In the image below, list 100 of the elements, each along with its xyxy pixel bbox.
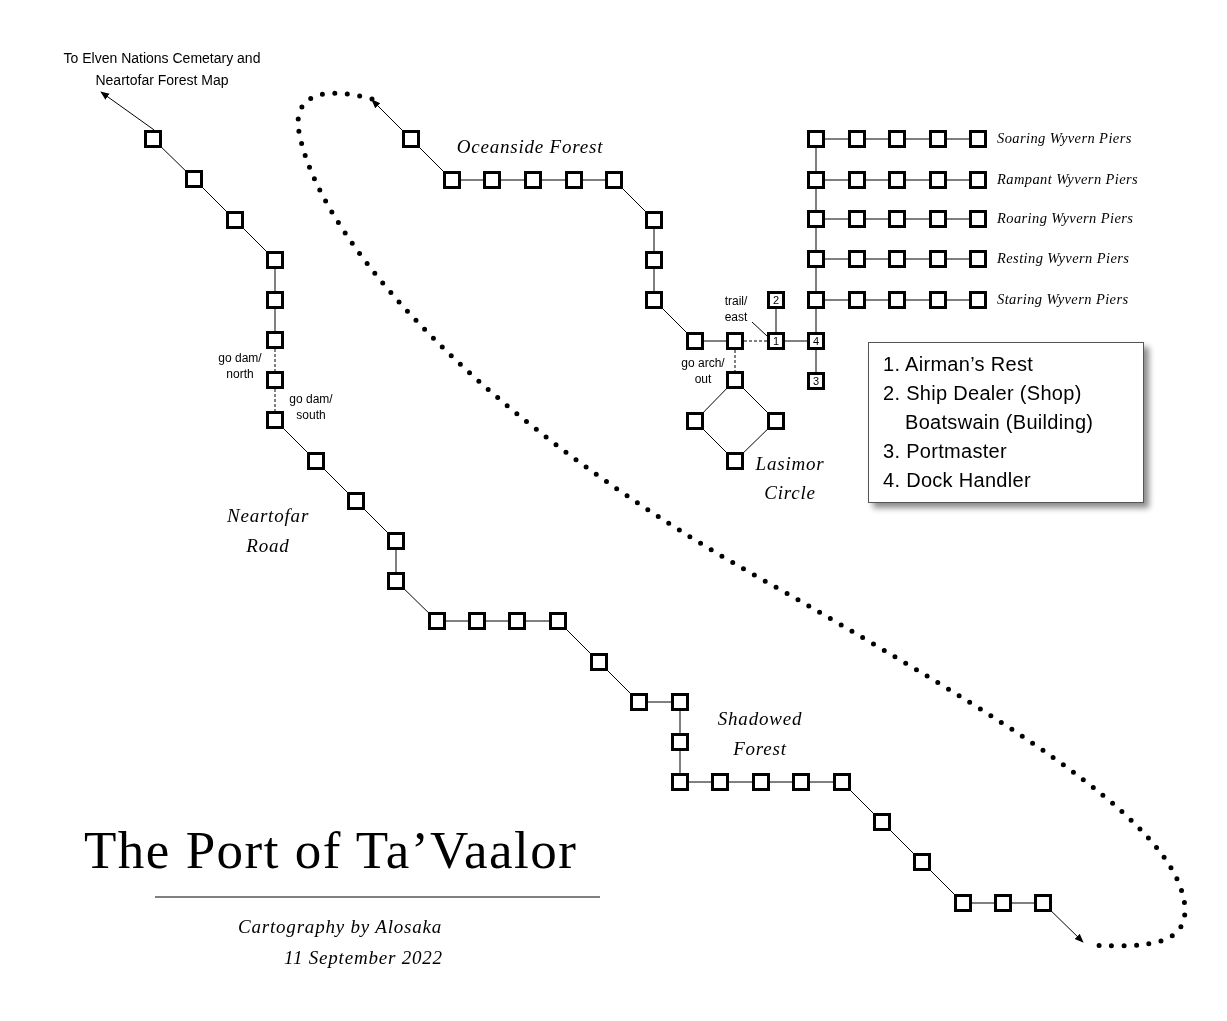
arrow xyxy=(371,99,403,131)
dashed-path-line xyxy=(743,340,768,342)
path-line xyxy=(728,781,753,783)
path-line xyxy=(274,268,276,292)
path-line xyxy=(566,629,591,654)
dashed-path-line xyxy=(274,348,276,372)
key-box xyxy=(868,342,1144,503)
room-box xyxy=(929,171,947,189)
path-line xyxy=(905,138,930,140)
path-line xyxy=(824,258,849,260)
room-box xyxy=(266,251,284,269)
pier-name: Resting Wyvern Piers xyxy=(997,249,1130,267)
key-entry: 1. Airman’s Rest xyxy=(883,352,1035,377)
credit-text: Cartography by Alosaka xyxy=(238,915,444,939)
room-box xyxy=(848,130,866,148)
path-line xyxy=(815,267,817,292)
room-box xyxy=(888,130,906,148)
room-box xyxy=(645,251,663,269)
room-box xyxy=(929,210,947,228)
path-line xyxy=(775,308,777,333)
path-line xyxy=(815,308,817,333)
path-line xyxy=(622,188,646,212)
path-line xyxy=(541,179,566,181)
room-box xyxy=(402,130,420,148)
path-line xyxy=(500,179,525,181)
area-name: Oceanside Forest xyxy=(455,135,605,159)
path-line xyxy=(971,902,995,904)
path-line xyxy=(865,299,889,301)
pier-name: Staring Wyvern Piers xyxy=(997,290,1129,308)
path-line xyxy=(815,227,817,251)
room-box xyxy=(605,171,623,189)
credit-text: 11 September 2022 xyxy=(284,946,444,970)
path-line xyxy=(865,258,889,260)
room-box xyxy=(929,291,947,309)
path-line xyxy=(946,179,970,181)
room-box xyxy=(686,412,704,430)
room-box xyxy=(873,813,891,831)
path-line xyxy=(946,218,970,220)
path-line xyxy=(815,349,817,373)
room-box xyxy=(752,773,770,791)
room-box xyxy=(468,612,486,630)
path-line xyxy=(824,218,849,220)
path-line xyxy=(582,179,606,181)
room-box xyxy=(443,171,461,189)
path-line xyxy=(946,138,970,140)
path-line xyxy=(419,147,444,172)
path-line xyxy=(395,549,397,573)
room-box xyxy=(848,171,866,189)
room-box xyxy=(767,412,785,430)
path-line xyxy=(824,299,849,301)
numbered-room-box: 1 xyxy=(767,332,785,350)
path-line xyxy=(865,218,889,220)
path-line xyxy=(364,509,388,533)
room-box xyxy=(888,171,906,189)
path-line xyxy=(890,830,914,854)
room-box xyxy=(848,210,866,228)
numbered-room-box: 2 xyxy=(767,291,785,309)
room-box xyxy=(266,411,284,429)
path-line xyxy=(905,299,930,301)
path-line xyxy=(243,228,267,252)
room-box xyxy=(888,250,906,268)
path-line xyxy=(1011,902,1035,904)
path-line xyxy=(930,870,955,895)
room-box xyxy=(833,773,851,791)
pier-name: Rampant Wyvern Piers xyxy=(997,170,1139,188)
area-name: Lasimor Circle xyxy=(754,452,826,505)
room-box xyxy=(226,211,244,229)
path-line xyxy=(824,179,849,181)
map-title: The Port of Ta’Vaalor xyxy=(84,820,578,881)
room-box xyxy=(671,773,689,791)
route-note: trail/ east xyxy=(714,293,758,325)
room-box xyxy=(266,331,284,349)
numbered-room-box: 4 xyxy=(807,332,825,350)
path-line xyxy=(905,218,930,220)
path-line xyxy=(815,188,817,211)
destination-note: To Elven Nations Cemetary and Neartofar Forest Map xyxy=(46,46,278,92)
path-line xyxy=(460,179,484,181)
pier-name: Soaring Wyvern Piers xyxy=(997,129,1132,147)
path-line xyxy=(607,670,631,694)
room-box xyxy=(645,291,663,309)
path-line xyxy=(824,138,849,140)
room-box xyxy=(848,291,866,309)
path-line xyxy=(662,308,687,333)
path-line xyxy=(946,258,970,260)
room-box xyxy=(671,693,689,711)
room-box xyxy=(807,291,825,309)
room-box xyxy=(954,894,972,912)
area-name: Neartofar Road xyxy=(225,504,311,558)
room-box xyxy=(726,332,744,350)
path-line xyxy=(653,228,655,252)
path-line xyxy=(647,701,672,703)
room-box xyxy=(969,250,987,268)
room-box xyxy=(1034,894,1052,912)
path-line xyxy=(161,147,186,171)
path-line xyxy=(283,428,308,453)
path-line xyxy=(404,589,429,613)
room-box xyxy=(671,733,689,751)
room-box xyxy=(807,210,825,228)
room-box xyxy=(929,250,947,268)
path-line xyxy=(946,299,970,301)
